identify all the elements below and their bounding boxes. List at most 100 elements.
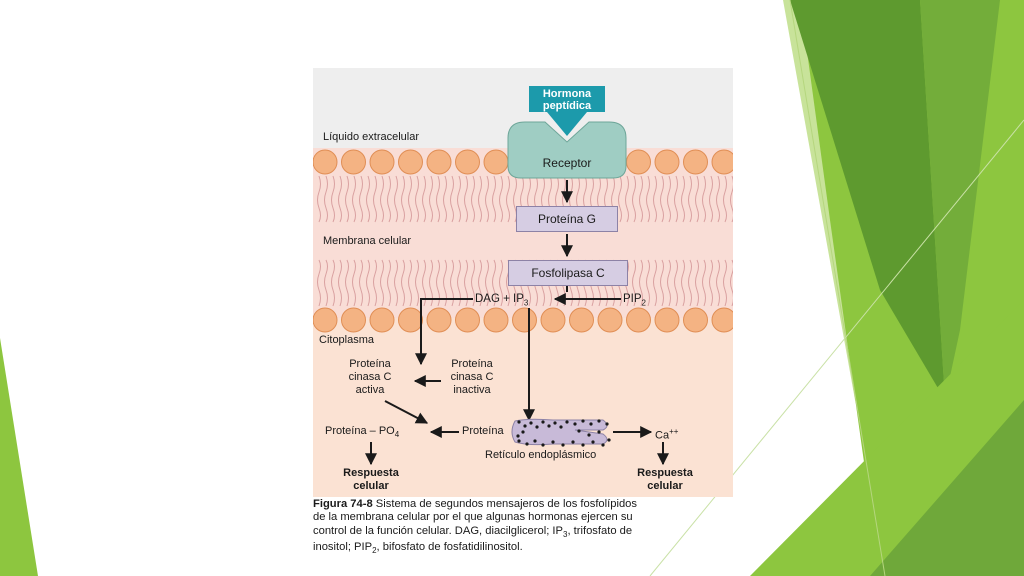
thin-line-2 bbox=[649, 119, 1024, 576]
lipid-tail bbox=[632, 175, 636, 223]
calcium-dot bbox=[535, 425, 539, 429]
lipid-tail bbox=[681, 259, 685, 307]
lipid-tail bbox=[723, 175, 727, 223]
lipid-tail bbox=[408, 175, 412, 223]
calcium-dot bbox=[553, 421, 557, 425]
lipid-tail bbox=[401, 259, 405, 307]
left-green-accent bbox=[0, 338, 38, 576]
lipid-head bbox=[369, 149, 395, 175]
lipid-tail bbox=[646, 259, 650, 307]
lipid-head bbox=[711, 307, 733, 333]
lipid-head bbox=[654, 307, 680, 333]
lipid-tail bbox=[478, 175, 482, 223]
cytoplasm-region bbox=[313, 318, 733, 497]
right-lower-dark bbox=[870, 400, 1024, 576]
lipid-tail bbox=[702, 175, 706, 223]
lipid-tail bbox=[499, 175, 503, 223]
lipid-head bbox=[426, 149, 452, 175]
lipid-head bbox=[540, 307, 566, 333]
lipid-tail bbox=[352, 259, 356, 307]
lipid-head bbox=[569, 307, 594, 333]
lipid-tail bbox=[324, 259, 328, 307]
calcium-label: Ca++ bbox=[655, 427, 679, 442]
lipid-tail bbox=[667, 175, 671, 223]
lipid-tail bbox=[338, 175, 342, 223]
lipid-head bbox=[398, 307, 423, 333]
calcium-dot bbox=[559, 425, 563, 429]
lipid-head bbox=[455, 149, 480, 175]
lipid-tail bbox=[352, 175, 356, 223]
calcium-dot bbox=[516, 434, 520, 438]
lipid-head bbox=[341, 149, 366, 175]
lipid-tail bbox=[443, 175, 447, 223]
caption-figure-id: Figura 74-8 bbox=[313, 498, 373, 510]
g-protein-box: Proteína G bbox=[516, 206, 618, 232]
lipid-tail bbox=[429, 175, 433, 223]
calcium-dot bbox=[577, 429, 581, 433]
lipid-tail bbox=[345, 175, 349, 223]
lipid-heads-top bbox=[313, 149, 733, 175]
calcium-dot bbox=[565, 420, 569, 424]
lipid-tail bbox=[709, 175, 713, 223]
lipid-tail bbox=[709, 259, 713, 307]
calcium-dot bbox=[581, 419, 585, 423]
lipid-tail bbox=[366, 259, 370, 307]
lipid-tail bbox=[716, 175, 720, 223]
lipid-tail bbox=[492, 175, 496, 223]
lipid-head bbox=[683, 307, 708, 333]
thin-line-1 bbox=[789, 0, 886, 576]
lipid-tail bbox=[660, 175, 664, 223]
lipid-tail bbox=[681, 175, 685, 223]
lipid-tail bbox=[415, 259, 419, 307]
calcium-dot bbox=[591, 440, 595, 444]
diagram-graphics bbox=[313, 68, 733, 497]
caption-line-2: de la membrana celular por el que alguna… bbox=[313, 511, 633, 524]
lipid-head bbox=[483, 149, 509, 175]
caption-line-3: control de la función celular. DAG, diac… bbox=[313, 524, 633, 540]
lipid-tail bbox=[646, 175, 650, 223]
lipid-tail bbox=[478, 259, 482, 307]
lipid-tail bbox=[331, 259, 335, 307]
lipid-tail bbox=[674, 259, 678, 307]
figure-caption: Figura 74-8 Sistema de segundos mensajer… bbox=[313, 498, 743, 558]
calcium-dot bbox=[533, 439, 537, 443]
er-shape bbox=[511, 418, 608, 446]
calcium-dot bbox=[587, 433, 591, 437]
lipid-tail bbox=[471, 175, 475, 223]
lipid-head bbox=[313, 307, 338, 333]
lipid-tail bbox=[324, 175, 328, 223]
lipid-tail bbox=[373, 259, 377, 307]
lipid-tail bbox=[716, 259, 720, 307]
lipid-tail bbox=[492, 259, 496, 307]
lipid-tail bbox=[373, 175, 377, 223]
lipid-tail bbox=[702, 259, 706, 307]
right-dark-band bbox=[790, 0, 945, 400]
membrane-label: Membrana celular bbox=[323, 235, 412, 247]
lipid-tail bbox=[485, 175, 489, 223]
lipid-head bbox=[369, 307, 395, 333]
lipid-head bbox=[398, 149, 423, 175]
lipid-tail bbox=[625, 175, 629, 223]
receptor-shape bbox=[507, 121, 627, 179]
lipid-tail bbox=[387, 259, 391, 307]
arrow-active-to-po4 bbox=[384, 400, 429, 424]
calcium-dot bbox=[547, 424, 551, 428]
lipid-tail bbox=[660, 259, 664, 307]
extracellular-label: Líquido extracelular bbox=[323, 131, 420, 143]
lipid-head bbox=[683, 149, 708, 175]
lipid-tail bbox=[387, 175, 391, 223]
caption-line-4: inositol; PIP2, bifosfato de fosfatidili… bbox=[313, 541, 523, 556]
lipid-tail bbox=[394, 259, 398, 307]
lipid-tail bbox=[457, 175, 461, 223]
lipid-head bbox=[483, 307, 509, 333]
calcium-dot bbox=[597, 419, 601, 423]
lipid-tail bbox=[667, 259, 671, 307]
lipid-tail bbox=[695, 259, 699, 307]
lipid-tail bbox=[730, 175, 733, 223]
lipid-tail bbox=[317, 175, 321, 223]
calcium-dot bbox=[573, 422, 577, 426]
lipid-head bbox=[512, 307, 537, 333]
